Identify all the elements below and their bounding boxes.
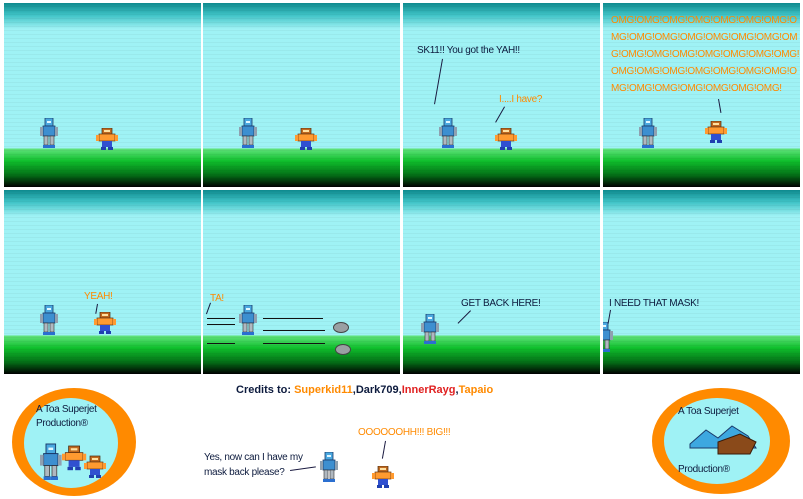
speech-tail: [205, 302, 211, 315]
badge-text: A Toa Superjet: [36, 404, 97, 415]
comic-panel-2: [203, 3, 400, 187]
comic-panel-3: SK11!! You got the YAH!! I....I have?: [403, 3, 600, 187]
badge-text: Production®: [678, 464, 730, 475]
speech-tail: [434, 58, 443, 105]
group-characters: [40, 443, 107, 481]
speech-text: OMG!OMG!OMG!OMG!OMG!OMG!OMG!O: [611, 15, 797, 26]
speed-line: [263, 343, 325, 344]
speech-tail: [381, 440, 386, 459]
speech-tail: [290, 466, 316, 471]
speech-text: SK11!! You got the YAH!!: [417, 45, 520, 56]
credits-label: Credits to:: [236, 384, 295, 396]
credits-line: Credits to: Superkid11,Dark709,InnerRayg…: [236, 384, 494, 396]
blue-robot-character: [320, 452, 339, 483]
dust-cloud: [333, 322, 349, 333]
comic-panel-7: GET BACK HERE!: [403, 190, 600, 374]
badge-text: Production®: [36, 418, 88, 429]
orange-character: [372, 466, 395, 489]
comic-panel-5: YEAH!: [4, 190, 201, 374]
credit-name: InnerRayg: [401, 384, 456, 396]
speed-line: [207, 318, 235, 319]
orange-character: [96, 128, 119, 151]
blue-robot-character: [40, 118, 59, 149]
comic-panel-6: TA!: [203, 190, 400, 374]
speed-line: [207, 343, 235, 344]
speech-tail: [457, 310, 471, 324]
blue-robot-character: [239, 305, 258, 336]
speech-text: GET BACK HERE!: [461, 298, 541, 309]
blue-robot-character: [639, 118, 658, 149]
credit-name: Tapaio: [458, 384, 494, 396]
dialog-line: Yes, now can I have my: [204, 452, 303, 463]
speed-line: [263, 330, 325, 331]
comic-panel-1: [4, 3, 201, 187]
orange-character-jumping: [705, 121, 728, 144]
blue-robot-leaving: [603, 322, 614, 353]
credit-name: Dark709: [355, 384, 399, 396]
dialog-line: OOOOOOHH!!! BIG!!!: [358, 427, 451, 438]
speech-text: MG!OMG!OMG!OMG!OMG!OMG!OMG!OM: [611, 32, 798, 43]
production-badge-left: A Toa Superjet Production®: [12, 388, 136, 496]
production-badge-right: A Toa Superjet Production®: [652, 388, 790, 494]
speed-line: [207, 324, 235, 325]
speech-text: YEAH!: [84, 291, 113, 302]
speech-text: TA!: [210, 293, 224, 304]
blue-robot-character: [40, 305, 59, 336]
comic-panel-8: I NEED THAT MASK!: [603, 190, 800, 374]
speech-text: I....I have?: [499, 94, 543, 105]
speed-line: [263, 318, 323, 319]
badge-text: A Toa Superjet: [678, 406, 739, 417]
speech-text: I NEED THAT MASK!: [609, 298, 699, 309]
blue-robot-character: [239, 118, 258, 149]
credit-name: Superkid11: [294, 384, 353, 396]
speech-tail: [718, 99, 722, 113]
dust-cloud: [335, 344, 351, 355]
speech-text: OMG!OMG!OMG!OMG!OMG!OMG!OMG!O: [611, 66, 797, 77]
comic-panel-4: OMG!OMG!OMG!OMG!OMG!OMG!OMG!O MG!OMG!OMG…: [603, 3, 800, 187]
speech-text: MG!OMG!OMG!OMG!OMG!OMG!OMG!: [611, 83, 782, 94]
orange-character: [495, 128, 518, 151]
blue-robot-character: [439, 118, 458, 149]
orange-character: [295, 128, 318, 151]
speech-tail: [495, 106, 505, 123]
speech-text: G!OMG!OMG!OMG!OMG!OMG!OMG!OMG!: [611, 49, 800, 60]
blue-robot-chasing: [421, 314, 440, 345]
dialog-line: mask back please?: [204, 467, 285, 478]
jet-emblem: [689, 425, 757, 455]
orange-character-cheering: [94, 312, 117, 335]
